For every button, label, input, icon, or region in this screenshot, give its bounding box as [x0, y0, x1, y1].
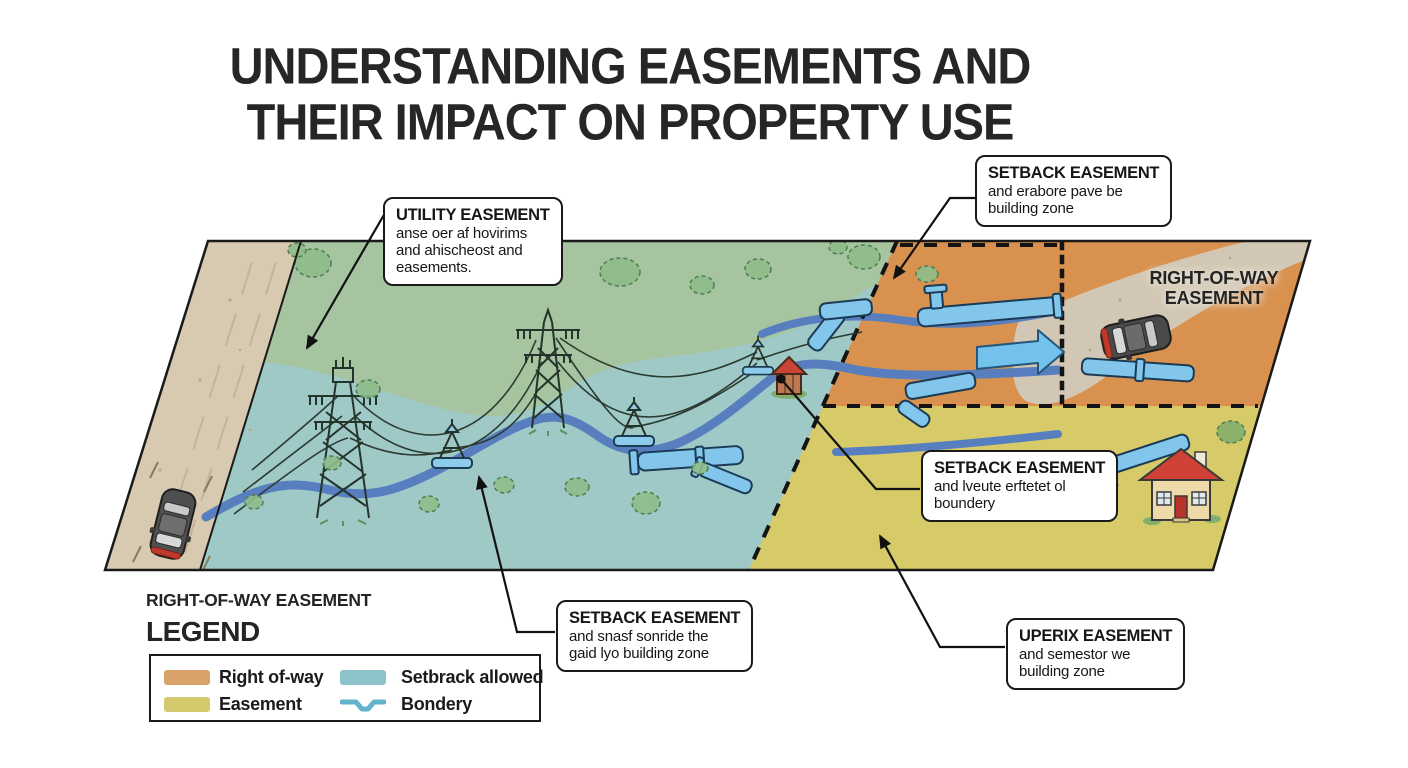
zone-setback-teal	[200, 283, 878, 570]
tree-icon	[355, 379, 381, 399]
legend-label: Right of-way	[219, 667, 324, 687]
setback-bottom-leader-line	[476, 475, 555, 634]
legend-label: Bondery	[401, 694, 472, 714]
road-speckles	[158, 256, 1232, 472]
tree-icon	[631, 491, 661, 515]
tree-icon	[1216, 420, 1246, 444]
callout-heading: SETBACK EASEMENT	[569, 609, 741, 627]
tree-icon	[418, 495, 440, 513]
callout-body-line: and ahischeost and	[396, 242, 523, 260]
tree-icon	[322, 455, 342, 471]
utility-easement-callout: UTILITY EASEMENT anse oer af hovirims an…	[383, 197, 563, 287]
callout-body-line: and erabore pave be	[988, 183, 1123, 200]
boundary-line-icon	[340, 699, 386, 711]
legend: Right of-way Setbrack allowed Easement B…	[149, 654, 544, 722]
house-icon	[1137, 447, 1225, 525]
callout-body-line: easements.	[396, 259, 472, 277]
setback-allowed-swatch	[340, 670, 386, 685]
road-left	[105, 241, 301, 570]
callout-body-line: boundery	[934, 495, 995, 513]
transmission-pylon-icon	[516, 306, 580, 436]
setback-easement-mid-callout: SETBACK EASEMENT and lveute erftetet ol …	[921, 450, 1119, 523]
tree-icon	[744, 258, 772, 280]
flow-arrow-icon	[976, 329, 1065, 375]
callout-body-line: and lveute erftetet ol	[934, 478, 1066, 495]
callout-body-line: and semestor we	[1019, 646, 1131, 663]
uperix-leader-line	[879, 534, 1005, 649]
callout-heading: UTILITY EASEMENT	[396, 206, 550, 224]
pipe-icon	[897, 399, 931, 428]
property-outline	[103, 239, 1312, 572]
right-of-way-road-label: RIGHT-OF-WAY EASEMENT	[1149, 268, 1279, 309]
utility-easement-leader-line	[305, 212, 386, 350]
setback-easement-top-callout: SETBACK EASEMENT and erabore pave be bui…	[975, 155, 1173, 228]
callout-body-line: anse oer af hovirims	[396, 225, 528, 242]
legend-label: Setbrack allowed	[401, 667, 544, 687]
tree-icon	[847, 244, 881, 270]
setback-easement-bottom-callout: SETBACK EASEMENT and snasf sonride the g…	[556, 600, 754, 673]
easement-swatch	[164, 697, 210, 712]
tree-icon	[828, 241, 848, 255]
callout-body-line: building zone	[988, 200, 1074, 218]
uperix-easement-callout: UPERIX EASEMENT and semestor we building…	[1006, 618, 1186, 691]
pipe-icon	[916, 283, 1064, 328]
tree-icon	[287, 242, 307, 258]
page-title: UNDERSTANDING EASEMENTS AND THEIR IMPACT…	[150, 38, 1110, 150]
tree-icon	[915, 265, 939, 283]
car-icon	[149, 488, 197, 560]
pipe-icon	[628, 445, 744, 476]
float-tower-icon	[431, 419, 473, 469]
float-tower-icon	[613, 397, 655, 447]
page-title-line1: UNDERSTANDING EASEMENTS AND	[229, 36, 1032, 95]
tree-icon	[599, 257, 641, 287]
legend-label: Easement	[219, 694, 302, 714]
callout-body-line: building zone	[1019, 663, 1105, 681]
float-tower-icon	[741, 335, 775, 376]
setback-mid-leader-line	[776, 374, 920, 491]
pipe-icon	[1080, 357, 1195, 383]
tree-icon	[689, 275, 715, 295]
callout-heading: SETBACK EASEMENT	[934, 459, 1106, 477]
tree-icon	[564, 477, 590, 497]
page-title-line2: THEIR IMPACT ON PROPERTY USE	[246, 92, 1015, 150]
callout-body-line: and snasf sonride the	[569, 628, 709, 645]
right-of-way-bottom-label: RIGHT-OF-WAY EASEMENT	[146, 590, 372, 610]
trees	[244, 241, 1246, 515]
callout-heading: UPERIX EASEMENT	[1019, 627, 1173, 645]
pipe-icon	[818, 298, 873, 321]
road-left-edge	[199, 240, 302, 571]
tree-icon	[244, 494, 264, 510]
pipe-icon	[904, 371, 977, 400]
legend-title: LEGEND	[146, 616, 260, 647]
tree-icon	[493, 476, 515, 494]
setback-top-leader-line	[892, 196, 976, 280]
tree-icon	[691, 461, 709, 475]
dashed-boundaries	[746, 241, 1258, 570]
callout-body-line: gaid lyo building zone	[569, 645, 709, 663]
car-motion-marks	[132, 461, 213, 570]
callout-heading: SETBACK EASEMENT	[988, 164, 1160, 182]
car-icon	[1100, 314, 1172, 361]
right-of-way-swatch	[164, 670, 210, 685]
